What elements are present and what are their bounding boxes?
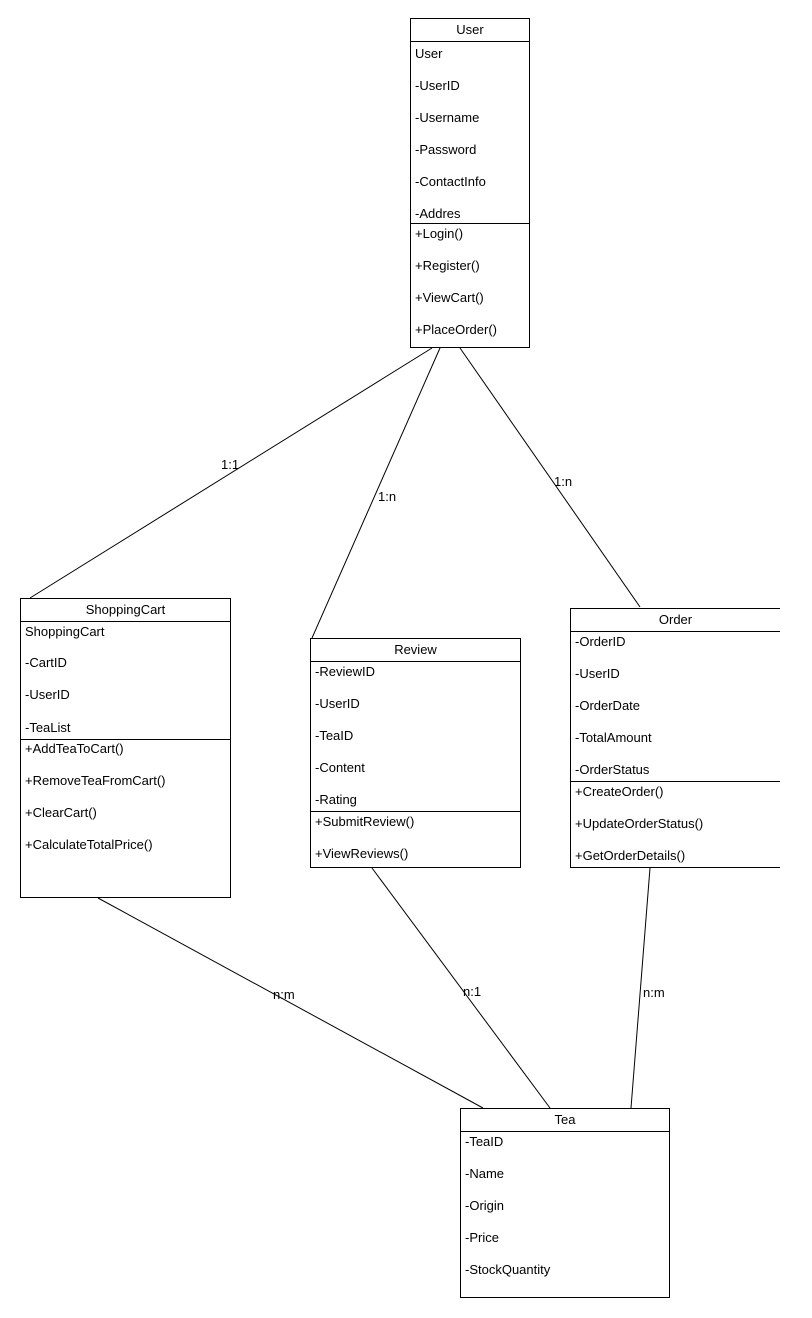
attribute-item: -OrderStatus [575,762,650,777]
attribute-item: -TeaID [465,1134,504,1149]
operation-item: +ViewReviews() [315,846,409,861]
operation-item: +AddTeaToCart() [25,741,124,756]
edge-user-order [459,347,641,608]
multiplicity-review-tea: n:1 [463,984,482,999]
attribute-item: -TeaList [25,720,71,735]
class-title: User [411,19,529,42]
edge-review-tea [371,867,551,1109]
attribute-item: -UserID [25,687,70,702]
attribute-item: User [415,46,443,61]
operation-item: +PlaceOrder() [415,322,497,337]
operation-list: +SubmitReview() +ViewReviews() [311,811,520,861]
attribute-item: -TotalAmount [575,730,652,745]
attribute-item: -UserID [415,78,460,93]
attribute-item: -Name [465,1166,505,1181]
attribute-item: ShoppingCart [25,624,105,639]
attribute-item: -Origin [465,1198,505,1213]
class-user: User User -UserID -Username -Password -C… [410,18,530,348]
attribute-item: -StockQuantity [465,1262,551,1277]
class-title: Order [571,609,780,632]
operation-list: +CreateOrder() +UpdateOrderStatus() +Get… [571,781,780,863]
attribute-item: -CartID [25,655,67,670]
edge-user-cart [29,347,433,599]
attribute-item: -UserID [315,696,360,711]
attribute-item: -OrderID [575,634,626,649]
edge-cart-tea [97,897,484,1109]
multiplicity-order-tea: n:m [643,985,665,1000]
attribute-item: -Password [415,142,477,157]
operation-item: +CalculateTotalPrice() [25,837,153,852]
class-review: Review -ReviewID -UserID -TeaID -Content… [310,638,521,868]
attribute-item: -TeaID [315,728,354,743]
operation-item: +RemoveTeaFromCart() [25,773,166,788]
attribute-item: -ContactInfo [415,174,486,189]
class-shopping-cart: ShoppingCart ShoppingCart -CartID -UserI… [20,598,231,898]
attribute-item: -UserID [575,666,620,681]
operation-item: +ViewCart() [415,290,484,305]
attribute-list: User -UserID -Username -Password -Contac… [411,42,529,223]
attribute-list: -OrderID -UserID -OrderDate -TotalAmount… [571,632,780,781]
class-title: Tea [461,1109,669,1132]
attribute-item: -Username [415,110,480,125]
attribute-item: -Rating [315,792,357,807]
class-order: Order -OrderID -UserID -OrderDate -Total… [570,608,780,868]
class-title: Review [311,639,520,662]
class-title: ShoppingCart [21,599,230,622]
operation-item: +UpdateOrderStatus() [575,816,704,831]
operation-item: +GetOrderDetails() [575,848,686,863]
attribute-item: -Content [315,760,365,775]
edge-user-review [311,347,441,639]
operation-item: +Register() [415,258,480,273]
operation-item: +Login() [415,226,464,241]
class-tea: Tea -TeaID -Name -Origin -Price -StockQu… [460,1108,670,1298]
multiplicity-cart-tea: n:m [273,987,295,1002]
multiplicity-user-order: 1:n [554,474,573,489]
multiplicity-user-cart: 1:1 [221,457,240,472]
operation-list: +AddTeaToCart() +RemoveTeaFromCart() +Cl… [21,739,230,852]
operation-list: +Login() +Register() +ViewCart() +PlaceO… [411,223,529,337]
operation-item: +ClearCart() [25,805,97,820]
attribute-item: -ReviewID [315,664,375,679]
attribute-item: -Price [465,1230,499,1245]
attribute-item: -Addres [415,206,461,221]
multiplicity-user-review: 1:n [378,489,397,504]
edge-order-tea [630,867,651,1109]
attribute-item: -OrderDate [575,698,641,713]
attribute-list: -ReviewID -UserID -TeaID -Content -Ratin… [311,662,520,811]
attribute-list: ShoppingCart -CartID -UserID -TeaList [21,622,230,739]
operation-item: +CreateOrder() [575,784,664,799]
operation-item: +SubmitReview() [315,814,415,829]
